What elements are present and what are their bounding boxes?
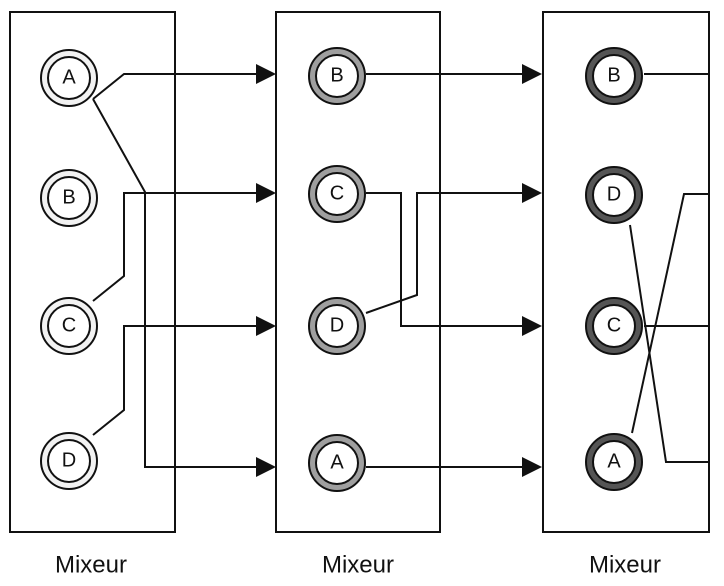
connection-line — [365, 183, 542, 314]
node-c: C — [308, 165, 366, 223]
mixer-label: Mixeur — [322, 551, 394, 578]
node-label: A — [62, 66, 76, 88]
node-a: A — [308, 434, 366, 492]
node-label: B — [62, 186, 75, 208]
node-label: C — [62, 314, 76, 336]
node-b: B — [308, 47, 366, 105]
connection-line — [92, 316, 276, 436]
node-label: D — [330, 314, 344, 336]
node-a: A — [585, 433, 643, 491]
node-label: D — [62, 449, 76, 471]
node-d: D — [308, 297, 366, 355]
node-label: A — [607, 450, 621, 472]
connection-line — [92, 98, 276, 477]
node-label: C — [607, 314, 621, 336]
node-label: D — [607, 183, 621, 205]
connection-line — [92, 183, 276, 302]
node-label: B — [330, 64, 343, 86]
connection-line — [631, 193, 709, 434]
node-b: B — [40, 169, 98, 227]
node-c: C — [40, 297, 98, 355]
node-label: B — [607, 64, 620, 86]
mixer-label: Mixeur — [55, 551, 127, 578]
node-d: D — [585, 166, 643, 224]
mixer-label: Mixeur — [589, 551, 661, 578]
connection-line — [92, 64, 276, 100]
node-c: C — [585, 297, 643, 355]
connection-line — [366, 192, 542, 336]
node-a: A — [40, 49, 98, 107]
connection-line — [629, 224, 709, 463]
node-label: A — [330, 451, 344, 473]
node-label: C — [330, 182, 344, 204]
node-b: B — [585, 47, 643, 105]
node-d: D — [40, 432, 98, 490]
